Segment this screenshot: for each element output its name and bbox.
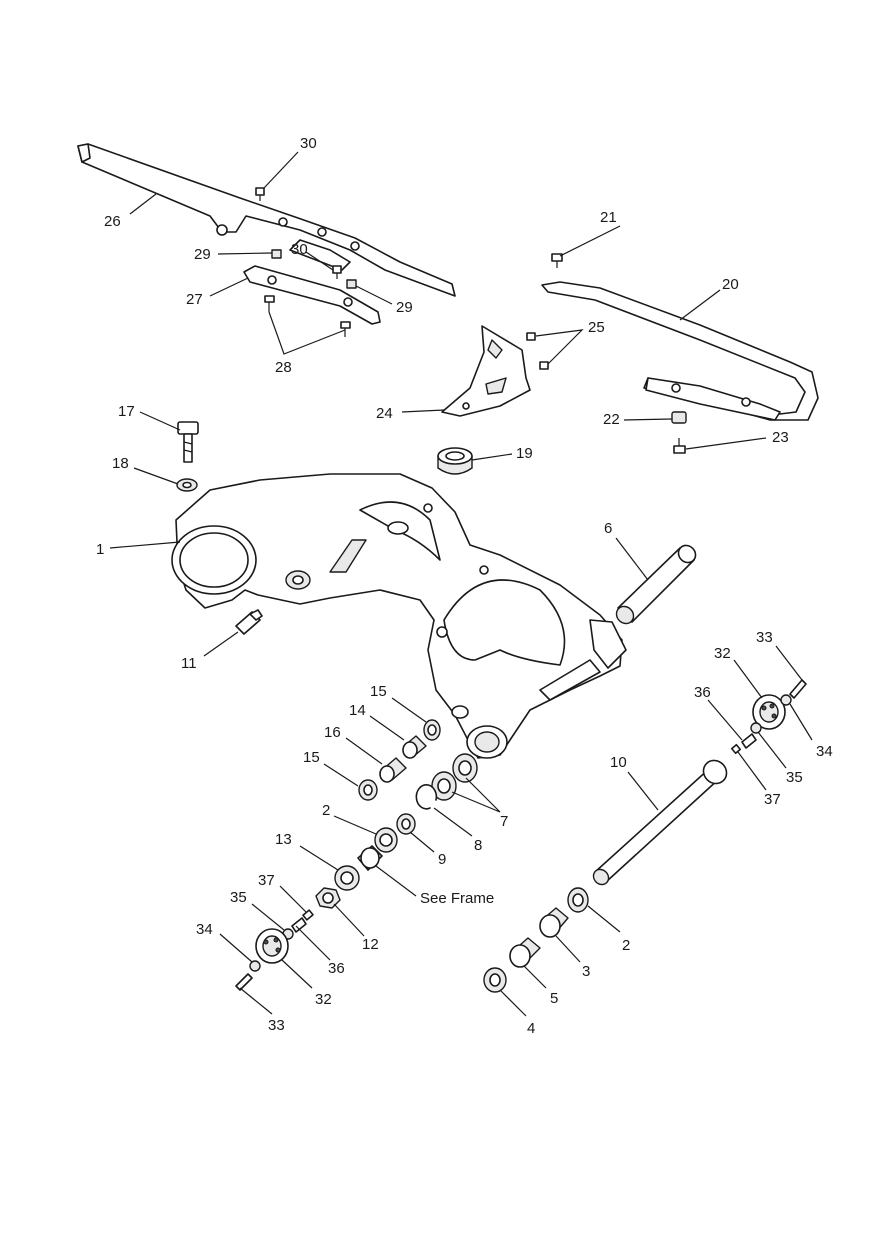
bush-5 [509, 937, 541, 968]
callout-36: 36 [328, 960, 345, 977]
chain-guard-lower [243, 265, 381, 325]
washer-15-b [358, 779, 378, 801]
bolt-23 [673, 438, 686, 454]
callout-8: 8 [474, 837, 482, 854]
washer-15-a [423, 719, 441, 741]
bush-19 [437, 447, 473, 475]
washer-4 [483, 967, 507, 993]
callout-2: 2 [322, 802, 330, 819]
spacer-14 [402, 735, 427, 759]
callout-18: 18 [112, 455, 129, 472]
washer-2-a [374, 827, 398, 853]
callout-35: 35 [230, 889, 247, 906]
callout-33: 33 [268, 1017, 285, 1034]
callout-32: 32 [714, 645, 731, 662]
spindle-6 [615, 544, 697, 625]
callout-see-frame: See Frame [420, 890, 494, 907]
chain-guard-bracket [441, 325, 531, 417]
nut-29-a [271, 249, 282, 259]
spindle-10 [592, 759, 728, 886]
callout-13: 13 [275, 831, 292, 848]
callout-30: 30 [300, 135, 317, 152]
callout-36: 36 [694, 684, 711, 701]
callout-11: 11 [181, 655, 197, 672]
callout-37: 37 [764, 791, 781, 808]
chain-rubber [541, 281, 819, 421]
swingarm [171, 473, 627, 759]
bolt-25-a [526, 332, 536, 341]
bolt-33-a [789, 679, 807, 699]
washer-34-b [249, 960, 261, 972]
callout-14: 14 [349, 702, 366, 719]
callout-34: 34 [816, 743, 833, 760]
pin-36-b [291, 917, 307, 933]
callout-23: 23 [772, 429, 789, 446]
callout-37: 37 [258, 872, 275, 889]
callout-7: 7 [500, 813, 508, 830]
bush-3 [539, 907, 569, 938]
callout-19: 19 [516, 445, 533, 462]
pin-36-a [741, 733, 757, 749]
bolt-30-b [332, 265, 342, 279]
callout-15: 15 [370, 683, 387, 700]
callout-2: 2 [622, 937, 630, 954]
bolt-30-a [255, 187, 265, 201]
pin-37-b [302, 909, 314, 921]
adjuster-32-a [752, 694, 786, 730]
washer-18 [176, 478, 198, 492]
washer-34-a [780, 694, 792, 706]
callout-30: 30 [291, 241, 308, 258]
nut-12 [315, 887, 341, 909]
pin-37-a [730, 743, 742, 755]
nut-22 [671, 411, 687, 424]
bearing-7-b [431, 771, 457, 801]
callout-4: 4 [527, 1020, 535, 1037]
callout-16: 16 [324, 724, 341, 741]
callout-32: 32 [315, 991, 332, 1008]
callout-26: 26 [104, 213, 121, 230]
callout-29: 29 [396, 299, 413, 316]
washer-9 [396, 813, 416, 835]
callout-20: 20 [722, 276, 739, 293]
adjuster-32-b [255, 928, 289, 964]
bolt-11 [235, 609, 263, 635]
callout-29: 29 [194, 246, 211, 263]
leader-lines [109, 151, 813, 1017]
screw-28-a [264, 295, 275, 312]
callout-33: 33 [756, 629, 773, 646]
callout-labels: 30 26 29 30 27 29 28 21 20 25 24 22 23 1… [96, 135, 833, 1037]
callout-10: 10 [610, 754, 627, 771]
callout-34: 34 [196, 921, 213, 938]
callout-6: 6 [604, 520, 612, 537]
nut-29-b [346, 279, 357, 289]
bolt-17 [177, 421, 199, 463]
callout-1: 1 [96, 541, 104, 558]
washer-35-a [750, 722, 762, 734]
frame-eccentric [357, 845, 383, 871]
bolt-21 [551, 253, 563, 268]
washer-2-b [567, 887, 589, 913]
bolt-33-b [235, 973, 253, 991]
callout-17: 17 [118, 403, 135, 420]
callout-28: 28 [275, 359, 292, 376]
callout-12: 12 [362, 936, 379, 953]
callout-25: 25 [588, 319, 605, 336]
callout-5: 5 [550, 990, 558, 1007]
callout-22: 22 [603, 411, 620, 428]
washer-13 [334, 865, 360, 891]
callout-24: 24 [376, 405, 393, 422]
callout-15: 15 [303, 749, 320, 766]
spacer-16 [379, 757, 407, 783]
callout-3: 3 [582, 963, 590, 980]
chain-guard-upper [77, 143, 456, 297]
screw-28-b [340, 321, 351, 337]
callout-21: 21 [600, 209, 617, 226]
callout-9: 9 [438, 851, 446, 868]
bolt-25-b [539, 361, 549, 370]
callout-27: 27 [186, 291, 203, 308]
circlip-8 [415, 784, 438, 810]
callout-35: 35 [786, 769, 803, 786]
bearing-7-a [452, 753, 478, 783]
